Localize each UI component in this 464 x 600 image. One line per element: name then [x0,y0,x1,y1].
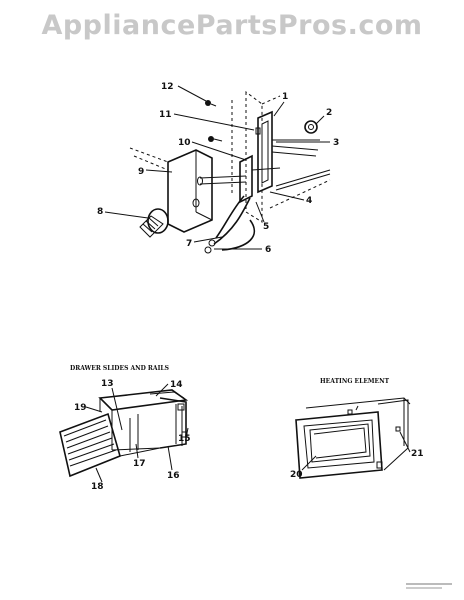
callout-19: 19 [74,403,87,413]
footer-fineprint [406,587,442,589]
callout-12: 12 [161,82,174,92]
section-title-drawer-slides: DRAWER SLIDES AND RAILS [70,365,169,372]
callout-20: 20 [290,470,303,480]
screw-icon [205,100,217,107]
callout-21: 21 [411,449,424,459]
drawer-assembly [59,389,189,478]
callout-13: 13 [101,379,114,389]
screw-icon [208,136,223,142]
section-title-heating-element: HEATING ELEMENT [320,378,390,385]
callout-16: 16 [167,471,180,481]
callout-15: 15 [178,434,191,444]
callouts-drawer: 13 14 19 15 17 16 18 [74,379,191,492]
control-assembly [129,91,331,254]
callout-7: 7 [186,239,192,249]
callout-5: 5 [263,222,269,232]
callout-4: 4 [306,196,312,206]
knob-icon [139,208,169,238]
callouts-top: 12 11 10 9 8 7 6 5 4 3 2 1 [97,82,339,255]
heating-element-assembly [295,397,411,479]
callout-6: 6 [265,245,271,255]
callout-18: 18 [91,482,104,492]
callout-17: 17 [133,459,146,469]
callout-3: 3 [333,138,339,148]
callout-14: 14 [170,380,183,390]
footer-mark [6,585,7,589]
callout-2: 2 [326,108,332,118]
callout-11: 11 [159,110,172,120]
callout-1: 1 [282,92,288,102]
footer-fineprint [406,583,452,585]
callout-10: 10 [178,138,191,148]
watermark-logo: AppliancePartsPros.com [41,10,423,41]
callout-8: 8 [97,207,103,217]
callout-9: 9 [138,167,144,177]
callouts-heating: 20 21 [290,431,424,480]
